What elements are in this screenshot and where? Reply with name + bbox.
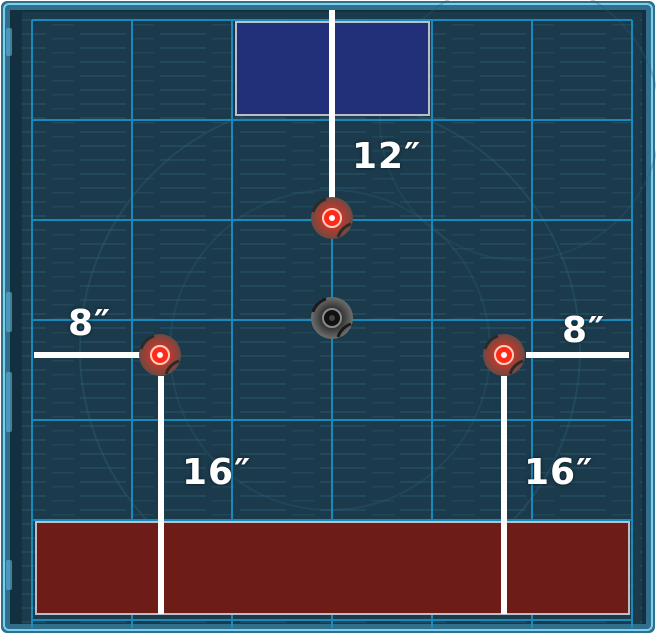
measurement-label-right-horizontal: 8″ — [562, 313, 605, 349]
measurement-label-left-horizontal: 8″ — [68, 306, 111, 342]
objective-marker-icon — [139, 334, 181, 376]
objective-marker-icon — [311, 197, 353, 239]
measurement-label-top-center: 12″ — [352, 139, 421, 175]
objective-marker-icon — [483, 334, 525, 376]
objective-marker-neutral-icon — [311, 297, 353, 339]
measurement-label-left-vertical: 16″ — [182, 455, 251, 491]
deployment-zone-red — [36, 522, 629, 614]
measurement-label-right-vertical: 16″ — [524, 455, 593, 491]
